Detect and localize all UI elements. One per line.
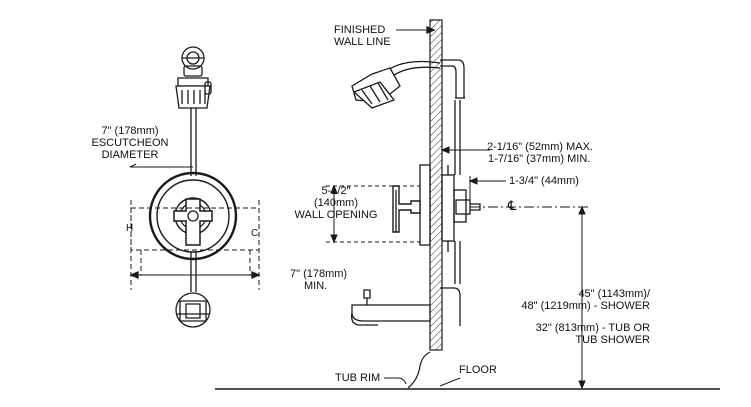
spacing-min-label: 7" (178mm) MIN. xyxy=(290,268,348,292)
front-view xyxy=(129,46,261,328)
front-shower-head xyxy=(175,46,212,109)
escutcheon-diameter-label: 7" (178mm) ESCUTCHEON DIAMETER xyxy=(91,125,169,161)
side-shower-head xyxy=(351,59,465,109)
side-tub-spout xyxy=(350,287,461,326)
depth-max-min-label: 2-1/16" (52mm) MAX. 1-7/16" (37mm) MIN. xyxy=(487,141,593,165)
tub-height-label: 32" (813mm) - TUB OR TUB SHOWER xyxy=(535,322,650,346)
front-tub-spout xyxy=(175,292,211,328)
shower-height-label: 45" (1143mm)/ 48" (1219mm) - SHOWER xyxy=(521,288,650,312)
hot-marker: H xyxy=(126,223,134,234)
valve-offset-label: 1-3/4" (44mm) xyxy=(509,175,579,187)
finished-wall-line-label: FINISHED WALL LINE xyxy=(334,24,391,48)
centerline-symbol: ℄ xyxy=(508,198,517,213)
tub-rim-label: TUB RIM xyxy=(335,372,381,384)
cold-marker: C xyxy=(251,228,259,239)
front-escutcheon xyxy=(148,171,238,261)
floor-label: FLOOR xyxy=(459,364,497,376)
side-valve xyxy=(392,164,481,252)
side-view xyxy=(215,19,720,390)
floor-and-tub-rim xyxy=(215,351,720,390)
wall-section xyxy=(429,19,443,351)
wall-opening-label: 5-1/2" (140mm) WALL OPENING xyxy=(294,185,378,221)
